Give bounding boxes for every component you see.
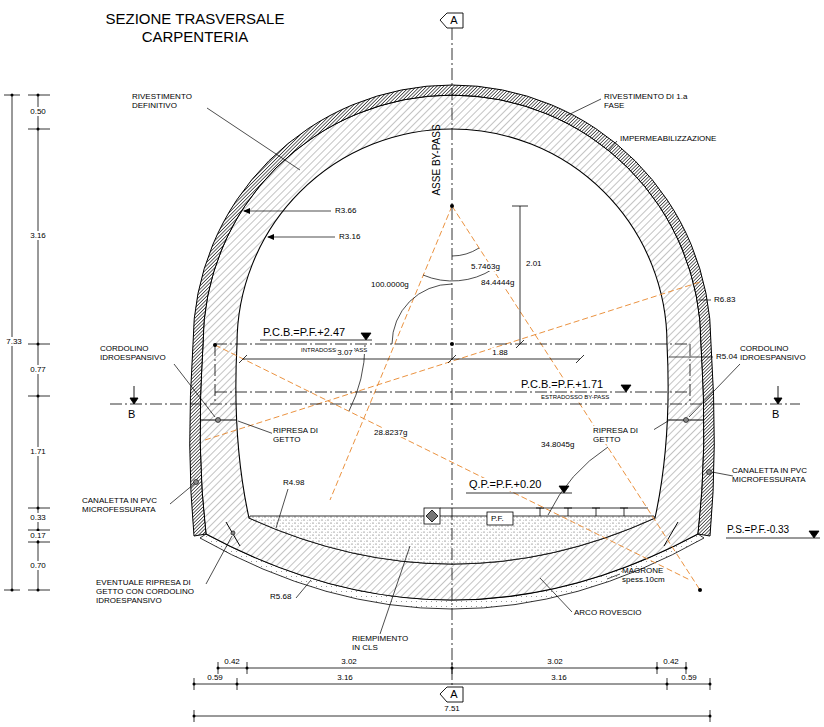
dimension-text: 0.59 [207, 673, 223, 682]
horizontal-dimensions [194, 662, 710, 722]
dimension-text: 0.50 [29, 107, 47, 116]
dimension-text: 0.59 [681, 673, 697, 682]
seal-and-drain-symbols [194, 418, 712, 536]
section-mark: B [772, 408, 779, 421]
leader-arrowheads [243, 208, 274, 240]
internal-dimensions [239, 206, 584, 363]
radius-label: R4.98 [282, 478, 305, 487]
dimension-text: 3.07 [336, 348, 354, 357]
vertical-dimensions [4, 95, 50, 590]
dimension-text: 7.33 [5, 337, 23, 346]
axis-label: ASSE BY-PASS [431, 124, 443, 195]
dimension-text: 2.01 [525, 259, 543, 268]
floor-details [424, 508, 648, 525]
radius-label: R3.66 [334, 206, 357, 215]
radius-label: R3.16 [338, 232, 361, 241]
dimension-text: 0.42 [224, 657, 240, 666]
section-markers [130, 13, 782, 702]
callout-text: EVENTUALE RIPRESA DI GETTO CON CORDOLINO… [96, 578, 206, 606]
dimension-text: 0.70 [29, 561, 47, 570]
axis-lines [110, 28, 800, 686]
level-label: P.C.B.=P.F.+2.47 [262, 326, 346, 339]
angle-label: 100.0000g [370, 280, 410, 289]
level-label: P.C.B.=P.F.+1.71 [520, 378, 604, 391]
dimension-text: 3.16 [551, 673, 567, 682]
dimension-text: 0.17 [29, 531, 47, 540]
callout-text: CANALETTA IN PVC MICROFESSURATA [82, 496, 170, 514]
dimension-text: 0.42 [663, 657, 679, 666]
callout-text: MAGRONE spess.10cm [622, 566, 682, 584]
angle-label: 34.8045g [540, 440, 575, 449]
section-mark: B [128, 408, 135, 421]
level-label: Q.P.=P.F.+0.20 [468, 478, 542, 491]
callout-text: RIEMPIMENTO IN CLS [352, 634, 418, 652]
dimension-text: 3.02 [547, 657, 563, 666]
callout-text: ARCO ROVESCIO [574, 608, 642, 617]
dimension-text: 0.33 [29, 513, 47, 522]
angle-arcs [349, 248, 608, 515]
level-label: P.S.=P.F.-0.33 [727, 524, 789, 536]
dimension-text: 0.77 [29, 365, 47, 374]
dimension-text: 1.88 [491, 348, 509, 357]
section-mark: A [450, 688, 457, 701]
angle-label: 5.7463g [470, 262, 501, 271]
section-mark: A [450, 14, 457, 27]
callout-text: RIVESTIMENTO DEFINITIVO [132, 92, 207, 110]
callout-text: RIVESTIMENTO DI 1.a FASE [604, 92, 694, 110]
level-note: ESTRADOSSO BY-PASS [540, 394, 610, 401]
leader-lines [170, 99, 740, 634]
callout-text: RIPRESA DI GETTO [272, 426, 334, 444]
level-note: INTRADOSSO BY-PASS [300, 347, 368, 354]
level-markers [260, 333, 820, 538]
construction-lines [205, 206, 700, 590]
angle-label: 84.4444g [480, 278, 515, 287]
dimension-text: 7.51 [443, 704, 461, 713]
dimension-text: 1.71 [29, 447, 47, 456]
angle-label: 28.8237g [373, 428, 408, 437]
diagram-title: SEZIONE TRASVERSALE CARPENTERIA [95, 10, 295, 46]
radius-label: R5.04 [716, 352, 737, 361]
dimension-text: 3.02 [341, 657, 357, 666]
center-points [213, 204, 702, 592]
dimension-text: 3.16 [337, 673, 353, 682]
callout-text: CANALETTA IN PVC MICROFESSURATA [732, 466, 820, 484]
radius-label: R6.83 [714, 295, 735, 304]
callout-text: CORDOLINO IDROESPANSIVO [100, 344, 180, 362]
callout-text: RIPRESA DI GETTO [592, 426, 654, 444]
callout-text: CORDOLINO IDROESPANSIVO [740, 344, 820, 362]
dimension-text: 3.16 [29, 231, 47, 240]
callout-text: IMPERMEABILIZZAZIONE [620, 134, 716, 143]
dimension-dots [11, 94, 712, 718]
level-label: P.F. [491, 514, 504, 523]
radius-label: R5.68 [270, 592, 291, 601]
